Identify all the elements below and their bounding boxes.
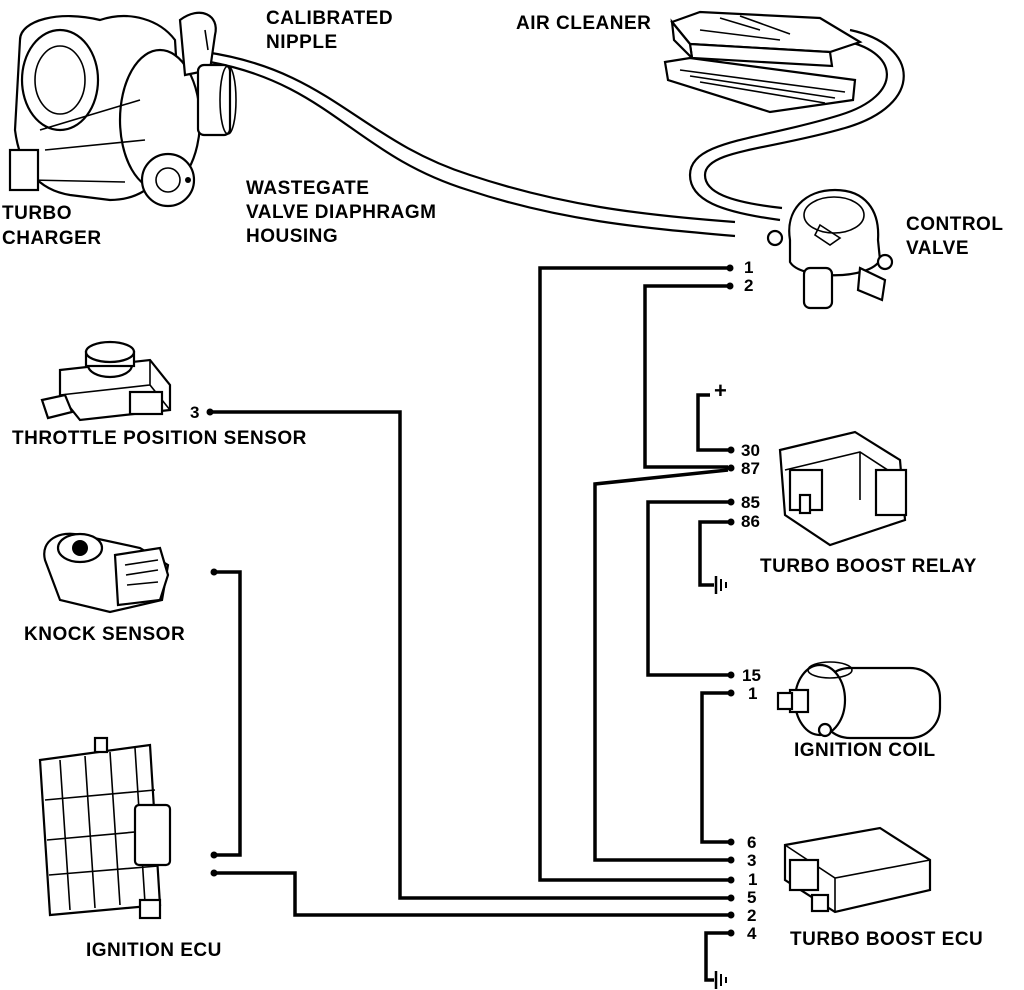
turbo-charger-illustration <box>8 11 237 208</box>
ignition-coil-label: IGNITION COIL <box>794 740 936 761</box>
ignition-ecu-illustration <box>38 736 172 920</box>
terminal-dots <box>206 264 735 937</box>
pin-relay-86: 86 <box>741 512 760 531</box>
turbo-boost-ecu-label: TURBO BOOST ECU <box>790 929 983 950</box>
wiring <box>212 266 729 982</box>
pin-coil-15: 15 <box>742 666 761 685</box>
air-cleaner-illustration <box>663 10 863 114</box>
vacuum-hoses <box>204 28 905 238</box>
knock-sensor-label: KNOCK SENSOR <box>24 624 185 645</box>
pin-relay-supply-plus: + <box>714 378 727 403</box>
turbo-boost-relay-label: TURBO BOOST RELAY <box>760 556 977 577</box>
pin-control-valve-1: 1 <box>744 258 753 277</box>
pin-relay-30: 30 <box>741 441 760 460</box>
control-valve-illustration <box>766 188 894 310</box>
pin-turbo-ecu-1: 1 <box>748 870 757 889</box>
ground-symbol-relay <box>714 576 727 594</box>
knock-sensor-illustration <box>43 532 170 614</box>
pin-coil-1: 1 <box>748 684 757 703</box>
pin-tps-3: 3 <box>190 403 199 422</box>
throttle-position-sensor-label: THROTTLE POSITION SENSOR <box>12 428 307 449</box>
pin-turbo-ecu-3: 3 <box>747 851 756 870</box>
pin-turbo-ecu-6: 6 <box>747 833 756 852</box>
turbo-boost-ecu-illustration <box>783 826 932 914</box>
ignition-ecu-label: IGNITION ECU <box>86 940 222 961</box>
pin-relay-87: 87 <box>741 459 760 478</box>
ground-symbol-turbo-ecu <box>714 971 727 989</box>
ignition-coil-illustration <box>776 661 942 740</box>
throttle-position-sensor-illustration <box>40 340 172 422</box>
air-cleaner-label: AIR CLEANER <box>516 13 651 34</box>
pin-relay-85: 85 <box>741 493 760 512</box>
turbo-boost-relay-illustration <box>778 430 908 547</box>
pin-turbo-ecu-4: 4 <box>747 924 757 943</box>
pin-turbo-ecu-5: 5 <box>747 888 756 907</box>
pin-turbo-ecu-2: 2 <box>747 906 756 925</box>
pin-control-valve-2: 2 <box>744 276 753 295</box>
